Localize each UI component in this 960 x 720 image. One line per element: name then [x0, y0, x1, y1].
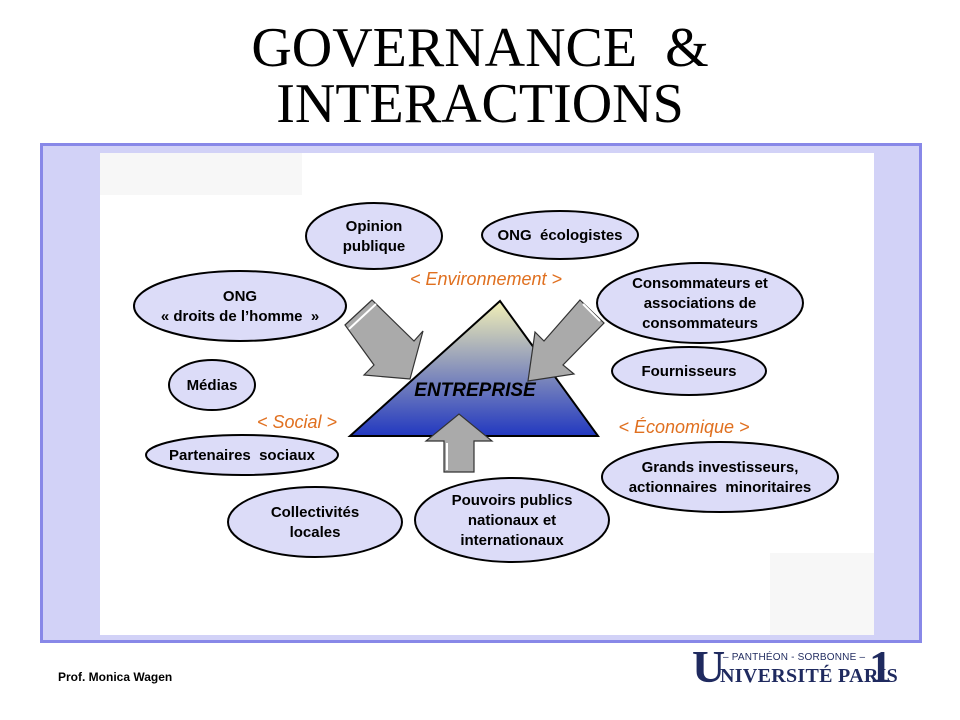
diagram-frame: ENTREPRISE < Environnement > < Social > … [40, 143, 922, 643]
stakeholder-label-line: Fournisseurs [641, 363, 736, 380]
shade-bottom-right [770, 553, 874, 635]
slide-title: GOVERNANCE & INTERACTIONS [0, 20, 960, 132]
stakeholder-label-line: Médias [187, 377, 238, 394]
stakeholder-label-line: internationaux [460, 532, 564, 549]
title-line-2: INTERACTIONS [276, 73, 684, 135]
stakeholder-label-line: publique [343, 238, 406, 255]
stakeholder-label-line: Collectivités [271, 504, 359, 521]
sphere-social: < Social > [257, 412, 337, 432]
stakeholder-label-line: Grands investisseurs, [642, 459, 799, 476]
diagram-canvas: ENTREPRISE < Environnement > < Social > … [100, 153, 874, 635]
sphere-economique: < Économique > [618, 417, 749, 437]
stakeholder-consommateurs: Consommateurs et associations de consommat… [596, 262, 804, 344]
stakeholder-label-line: locales [290, 524, 341, 541]
arrow-right-diagonal [527, 299, 605, 382]
universite-paris1-logo: U – PANTHÉON - SORBONNE – NIVERSITÉ PARI… [692, 644, 902, 690]
stakeholder-pouvoirs: Pouvoirs publics nationaux et internationa… [414, 477, 610, 563]
stakeholder-medias: Médias [168, 359, 256, 411]
logo-tagline: – PANTHÉON - SORBONNE – [723, 652, 866, 663]
title-line-1: GOVERNANCE & [251, 17, 709, 79]
entreprise-label: ENTREPRISE [414, 380, 537, 401]
stakeholder-ong-droits: ONG « droits de l’homme » [133, 270, 347, 342]
arrow-bottom-up [424, 413, 494, 473]
arrow-left-diagonal [344, 299, 424, 380]
stakeholder-collectivites: Collectivités locales [227, 486, 403, 558]
shade-top-left [100, 153, 302, 195]
logo-letter-u: U [692, 641, 726, 692]
logo-number: 1 [869, 641, 892, 692]
stakeholder-label-line: ONG [223, 288, 257, 305]
stakeholder-label-line: nationaux et [468, 512, 556, 529]
stakeholder-opinion: Opinion publique [305, 202, 443, 270]
governance-diagram: ENTREPRISE < Environnement > < Social > … [133, 202, 839, 563]
stakeholder-label-line: Pouvoirs publics [452, 492, 573, 509]
stakeholder-fournisseurs: Fournisseurs [611, 346, 767, 396]
stakeholder-label-line: consommateurs [642, 315, 758, 332]
sphere-environnement: < Environnement > [410, 269, 562, 289]
stakeholder-label-line: ONG écologistes [497, 227, 622, 244]
stakeholder-label-line: « droits de l’homme » [161, 308, 319, 325]
stakeholder-label-line: actionnaires minoritaires [629, 479, 812, 496]
stakeholder-ong-ecologistes: ONG écologistes [481, 210, 639, 260]
stakeholder-label-line: Consommateurs et [632, 275, 768, 292]
stakeholder-label-line: Partenaires sociaux [169, 447, 316, 464]
footer-author: Prof. Monica Wagen [58, 670, 173, 684]
stakeholder-investisseurs: Grands investisseurs, actionnaires minori… [601, 441, 839, 513]
stakeholder-label-line: associations de [644, 295, 757, 312]
stakeholder-label-line: Opinion [346, 218, 403, 235]
logo-name: NIVERSITÉ PARIS [720, 665, 899, 687]
stakeholder-partenaires: Partenaires sociaux [145, 434, 339, 476]
